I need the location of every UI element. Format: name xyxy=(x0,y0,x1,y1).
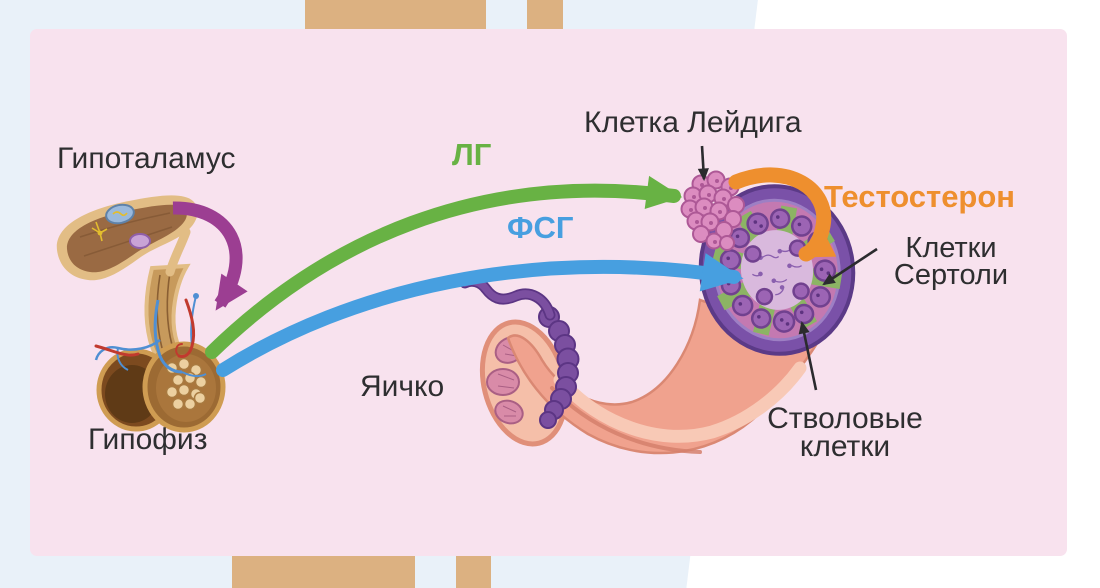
stem-cells-label-line2: клетки xyxy=(799,430,891,463)
stem-pointer-arrow xyxy=(798,320,818,391)
leydig-cell-cluster xyxy=(680,170,745,251)
vas-deferens-duct xyxy=(459,275,556,321)
fsh-label: ФСГ xyxy=(507,210,574,245)
lh-arrow xyxy=(205,175,683,359)
sertoli-cells-label: Клетки Сертоли xyxy=(871,232,1031,291)
sertoli-cells-label-line2: Сертоли xyxy=(893,259,1009,291)
stem-cells-label-line1: Стволовые xyxy=(767,402,923,435)
easel-bar-top-wide xyxy=(305,0,486,30)
sertoli-pointer-arrow xyxy=(822,247,878,286)
pituitary-label: Гипофиз xyxy=(88,423,208,456)
fsh-arrow xyxy=(216,253,744,377)
sertoli-cells-label-line1: Клетки xyxy=(905,232,997,264)
leydig-nuclei xyxy=(689,179,733,244)
feedback-arrow xyxy=(172,201,248,311)
testis-label: Яичко xyxy=(360,370,445,403)
hypothalamus-illustration xyxy=(56,195,198,371)
pituitary-cell-cluster xyxy=(165,357,208,411)
neuron-sketch xyxy=(91,221,108,242)
easel-bar-bottom-narrow xyxy=(456,556,491,588)
easel-bar-bottom-wide xyxy=(232,556,415,588)
lobule-lines xyxy=(497,344,518,417)
pituitary-illustration xyxy=(94,293,226,433)
poster-card xyxy=(30,29,1067,556)
easel-bar-top-narrow xyxy=(527,0,563,30)
pituitary-red-vessels xyxy=(94,298,196,358)
leydig-pointer-arrow xyxy=(697,145,709,182)
testosterone-label: Тестостерон xyxy=(824,179,1016,214)
lh-label: ЛГ xyxy=(452,137,492,172)
leydig-cell-label: Клетка Лейдига xyxy=(584,106,802,139)
pituitary-blue-vessels xyxy=(94,293,207,378)
stem-cells-label: Стволовые клетки xyxy=(745,402,945,463)
hypothalamus-label: Гипоталамус xyxy=(57,142,236,175)
testosterone-arrow xyxy=(728,167,837,262)
